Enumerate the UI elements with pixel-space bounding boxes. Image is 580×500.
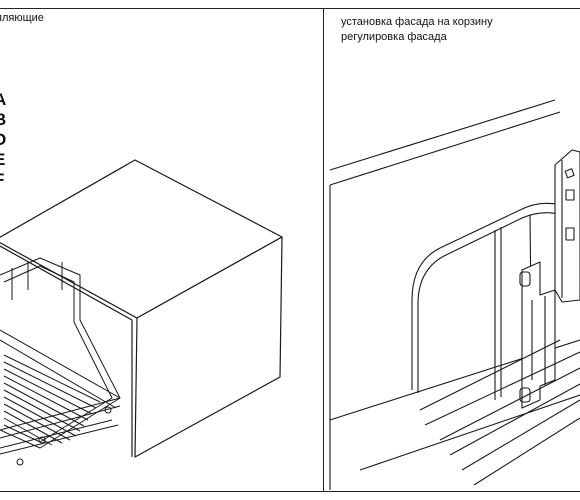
closeup-drawing bbox=[329, 99, 580, 490]
right-caption-adjust: регулировка фасада bbox=[341, 31, 447, 43]
part-letter-list: A B D E F bbox=[0, 90, 6, 190]
part-letter-b: B bbox=[0, 110, 7, 129]
part-letter-d: D bbox=[0, 130, 7, 149]
part-letter-a: A bbox=[0, 90, 7, 109]
cabinet-drawing bbox=[0, 159, 283, 458]
left-caption: яляющие bbox=[0, 12, 44, 24]
right-caption-install: установка фасада на корзину bbox=[341, 16, 493, 28]
part-letter-f: F bbox=[0, 170, 6, 190]
part-letter-e: E bbox=[0, 150, 6, 170]
right-panel bbox=[323, 8, 580, 492]
basket-drawing bbox=[0, 257, 121, 466]
